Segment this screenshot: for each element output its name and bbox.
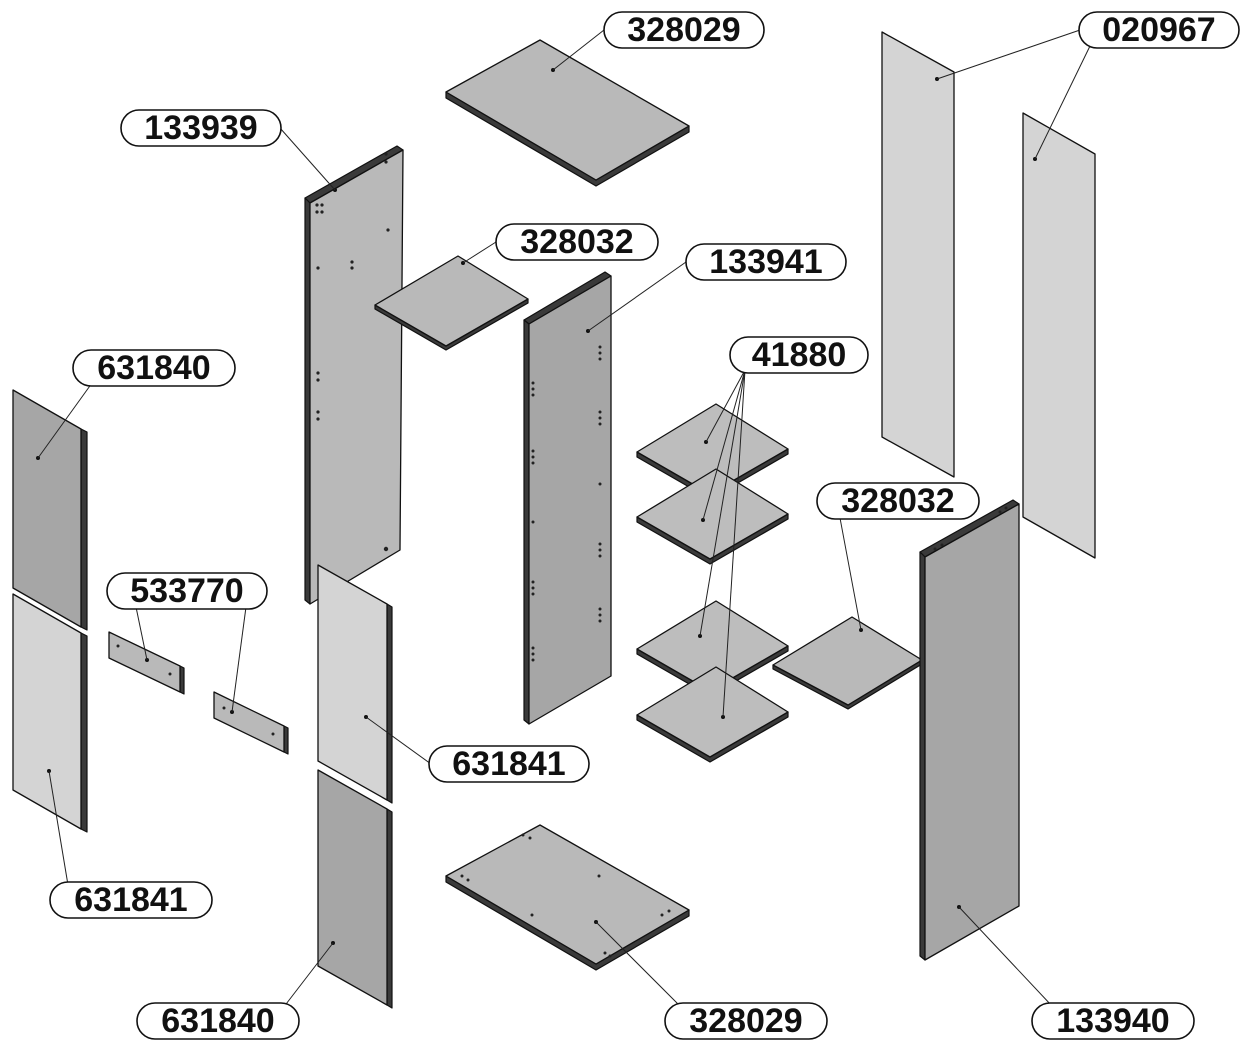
label-bottom-panel: 328029: [664, 1002, 828, 1040]
label-side-panel-right: 133940: [1031, 1002, 1195, 1040]
label-text: 631840: [161, 1002, 274, 1040]
side-panel-right: [919, 499, 1020, 961]
divider-panel: [523, 271, 612, 725]
label-top-panel: 328029: [603, 11, 765, 49]
door-upper-left: [12, 389, 88, 631]
back-panel-1: [881, 31, 955, 478]
label-rails: 533770: [106, 572, 268, 610]
door-lower-mid: [317, 769, 393, 1009]
door-lower-left: [12, 593, 88, 833]
small-shelf-top: [374, 255, 529, 351]
leader-lines: [37, 29, 1091, 1009]
rail-1: [108, 631, 185, 695]
top-panel: [445, 39, 690, 187]
label-back-panels: 020967: [1078, 11, 1240, 49]
label-small-shelf-right: 328032: [816, 482, 980, 520]
label-text: 133941: [709, 243, 822, 281]
label-door-upper-left: 631840: [72, 349, 236, 387]
label-side-panel-left: 133939: [120, 109, 282, 147]
side-panel-left: [304, 145, 404, 605]
label-text: 328029: [689, 1002, 802, 1040]
label-text: 41880: [752, 336, 847, 374]
small-shelf-right: [772, 616, 923, 710]
label-text: 631841: [452, 745, 565, 783]
label-small-shelf-top: 328032: [495, 223, 659, 261]
shelf-2: [636, 468, 789, 565]
label-divider-panel: 133941: [685, 243, 847, 281]
label-text: 133940: [1056, 1002, 1169, 1040]
label-text: 133939: [144, 109, 257, 147]
bottom-panel: [445, 824, 690, 971]
label-door-lower-mid: 631840: [136, 1002, 300, 1040]
door-upper-mid: [317, 564, 393, 804]
label-text: 631840: [97, 349, 210, 387]
label-text: 328032: [841, 482, 954, 520]
label-door-upper-mid: 631841: [428, 745, 590, 783]
label-text: 020967: [1102, 11, 1215, 49]
label-text: 328032: [520, 223, 633, 261]
label-door-lower-left: 631841: [49, 881, 213, 919]
rail-2: [213, 691, 289, 755]
label-shelves: 41880: [729, 336, 869, 374]
label-text: 533770: [130, 572, 243, 610]
shelf-4: [636, 666, 789, 763]
label-text: 328029: [627, 11, 740, 49]
back-panel-2: [1022, 112, 1096, 559]
label-text: 631841: [74, 881, 187, 919]
